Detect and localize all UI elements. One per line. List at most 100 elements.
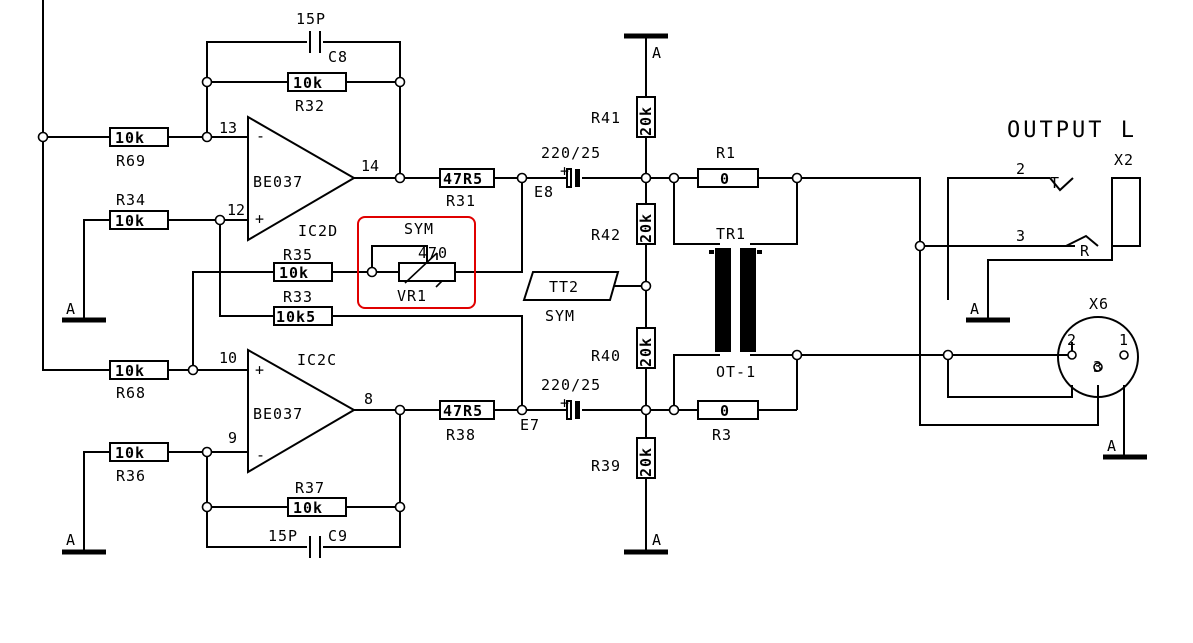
page-title: OUTPUT L [1007,118,1137,143]
junction-nodes [37,76,954,513]
svg-text:R1: R1 [716,144,736,162]
resistor-r34: 10k R34 [109,191,169,230]
svg-text:20k: 20k [637,337,655,367]
ground-label: A [652,44,661,62]
resistor-r37: 10k R37 [287,479,347,517]
svg-text:8: 8 [364,390,373,408]
svg-text:15P: 15P [268,527,298,545]
svg-text:R35: R35 [283,246,313,264]
opamp-ic2d: - + BE037 IC2D 13 12 14 [219,115,379,242]
svg-text:2: 2 [1016,160,1025,178]
svg-text:R: R [1080,242,1090,260]
svg-text:R36: R36 [116,467,146,485]
svg-text:R68: R68 [116,384,146,402]
resistor-r36: 10k R36 [109,442,169,485]
svg-text:X2: X2 [1114,151,1134,169]
resistor-r3: 0 R3 [697,400,759,444]
trimmer-vr1: SYM 470 VR1 [357,216,476,309]
svg-text:20k: 20k [637,106,655,136]
svg-text:SYM: SYM [404,220,434,238]
resistor-r40: 20k R40 [591,327,656,369]
svg-text:10k: 10k [279,264,309,282]
svg-text:10k: 10k [115,212,145,230]
svg-text:1: 1 [1119,331,1128,349]
svg-text:R3: R3 [712,426,732,444]
capacitor-c9: 15P C9 [268,527,348,558]
svg-text:20k: 20k [637,213,655,243]
capacitor-c8: 15P C8 [296,10,348,66]
resistor-r38: 47R5 R38 [439,400,495,444]
ground-label: A [1107,437,1116,455]
svg-text:220/25: 220/25 [541,144,601,162]
svg-text:TT2: TT2 [549,278,579,296]
svg-text:+: + [255,361,264,379]
svg-text:R37: R37 [295,479,325,497]
svg-text:TR1: TR1 [716,225,746,243]
svg-text:14: 14 [361,157,379,175]
ground-label: A [66,531,75,549]
svg-text:47R5: 47R5 [443,402,483,420]
svg-text:BE037: BE037 [253,405,303,423]
svg-text:E8: E8 [534,183,554,201]
opamp-ic2c: + - BE037 IC2C 10 9 8 [219,348,373,474]
svg-text:9: 9 [228,429,237,447]
svg-text:47R5: 47R5 [443,170,483,188]
svg-text:R34: R34 [116,191,146,209]
svg-text:R32: R32 [295,97,325,115]
svg-text:R38: R38 [446,426,476,444]
svg-text:BE037: BE037 [253,173,303,191]
ground-label: A [66,300,75,318]
svg-text:10k: 10k [293,499,323,517]
capacitor-e7: + 220/25 E7 [520,376,601,434]
svg-text:20k: 20k [637,447,655,477]
svg-text:R39: R39 [591,457,621,475]
svg-text:10k: 10k [293,74,323,92]
ground-symbols: A A A A A A [62,33,1147,555]
svg-text:0: 0 [720,170,730,188]
xlr-x6: 2 3 1 X6 [1057,295,1139,398]
ground-label: A [652,531,661,549]
svg-text:R40: R40 [591,347,621,365]
svg-text:C9: C9 [328,527,348,545]
testpoint-tt2: TT2 SYM [522,271,620,325]
svg-text:VR1: VR1 [397,287,427,305]
svg-text:C8: C8 [328,48,348,66]
svg-text:OT-1: OT-1 [716,363,756,381]
svg-text:2: 2 [1067,331,1076,349]
svg-text:+: + [560,394,569,412]
svg-text:10k: 10k [115,129,145,147]
svg-text:12: 12 [227,201,245,219]
svg-text:X6: X6 [1089,295,1109,313]
svg-text:10: 10 [219,349,237,367]
svg-text:IC2D: IC2D [298,222,338,240]
svg-text:R33: R33 [283,288,313,306]
jack-x2: 2 3 T R X2 [1016,151,1134,260]
svg-text:220/25: 220/25 [541,376,601,394]
svg-text:T: T [1050,174,1059,192]
svg-text:-: - [256,446,265,464]
resistor-r42: 20k R42 [591,203,656,245]
resistor-r35: 10k R35 [273,246,333,282]
wires [42,0,1141,550]
resistor-r1: 0 R1 [697,144,759,188]
svg-text:3: 3 [1016,227,1025,245]
svg-text:0: 0 [720,402,730,420]
svg-text:15P: 15P [296,10,326,28]
resistor-r41: 20k R41 [591,96,656,138]
resistor-r69: 10k R69 [109,127,169,170]
svg-text:SYM: SYM [545,307,575,325]
svg-text:470: 470 [418,244,448,262]
svg-text:+: + [255,210,264,228]
svg-text:R41: R41 [591,109,621,127]
svg-text:-: - [256,127,265,145]
ground-label: A [970,300,979,318]
transformer-tr1: TR1 OT-1 [709,225,762,381]
svg-text:R69: R69 [116,152,146,170]
resistor-r32: 10k R32 [287,72,347,115]
svg-text:10k: 10k [115,362,145,380]
svg-text:E7: E7 [520,416,540,434]
svg-text:10k: 10k [115,444,145,462]
capacitor-e8: + 220/25 E8 [534,144,601,201]
